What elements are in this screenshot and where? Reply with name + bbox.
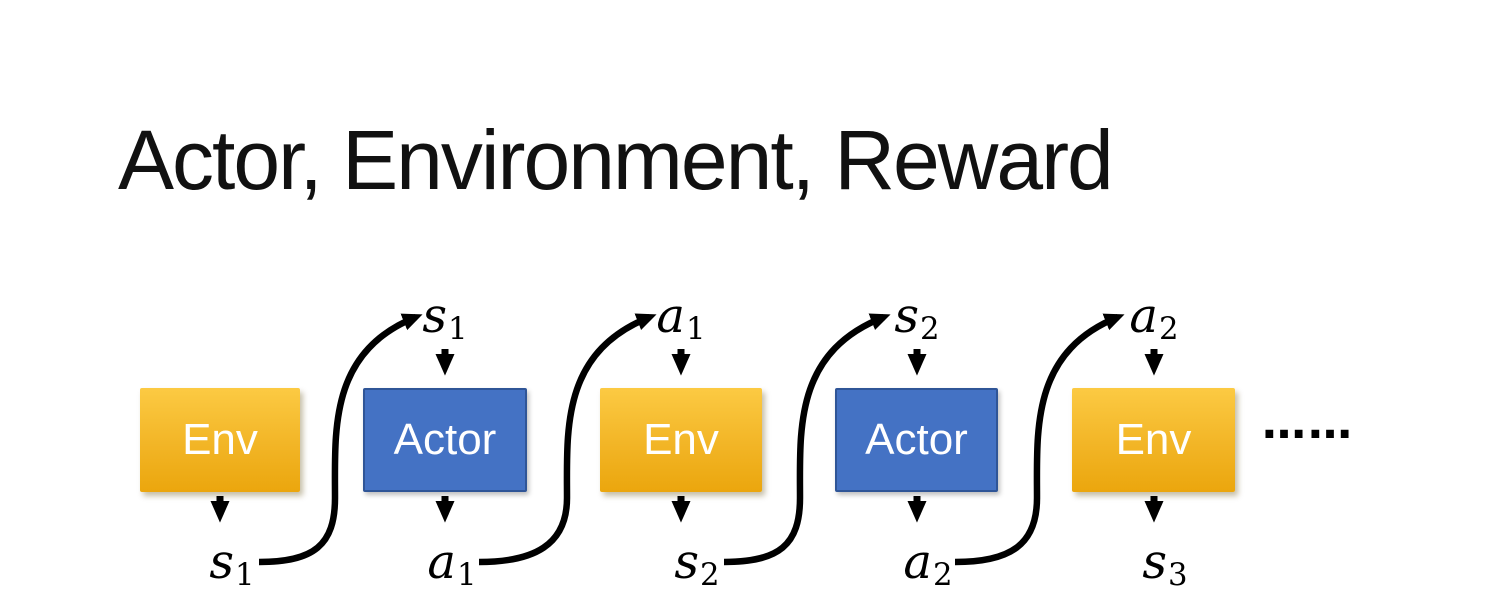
env-box-2: Env — [600, 388, 762, 492]
top-label-s1: s1 — [422, 288, 468, 348]
env-box-1: Env — [140, 388, 300, 492]
top-label-s2: s2 — [894, 288, 940, 348]
actor-box-1: Actor — [363, 388, 527, 492]
page-title: Actor, Environment, Reward — [118, 113, 1114, 207]
env-box-1-label: Env — [182, 415, 258, 464]
bottom-label-a1: a1 — [427, 534, 477, 594]
bottom-label-s2: s2 — [674, 534, 720, 594]
top-label-a2: a2 — [1129, 288, 1179, 348]
bottom-label-s3: s3 — [1142, 534, 1188, 594]
env-box-2-label: Env — [643, 415, 719, 464]
actor-box-1-label: Actor — [393, 415, 497, 464]
bottom-label-a2: a2 — [903, 534, 953, 594]
env-box-3-label: Env — [1115, 415, 1192, 464]
top-label-a1: a1 — [656, 288, 706, 348]
bottom-label-s1: s1 — [209, 534, 255, 594]
actor-box-2-label: Actor — [865, 415, 968, 464]
actor-box-2: Actor — [835, 388, 998, 492]
continuation-ellipsis: …… — [1262, 398, 1354, 449]
env-box-3: Env — [1072, 388, 1235, 492]
